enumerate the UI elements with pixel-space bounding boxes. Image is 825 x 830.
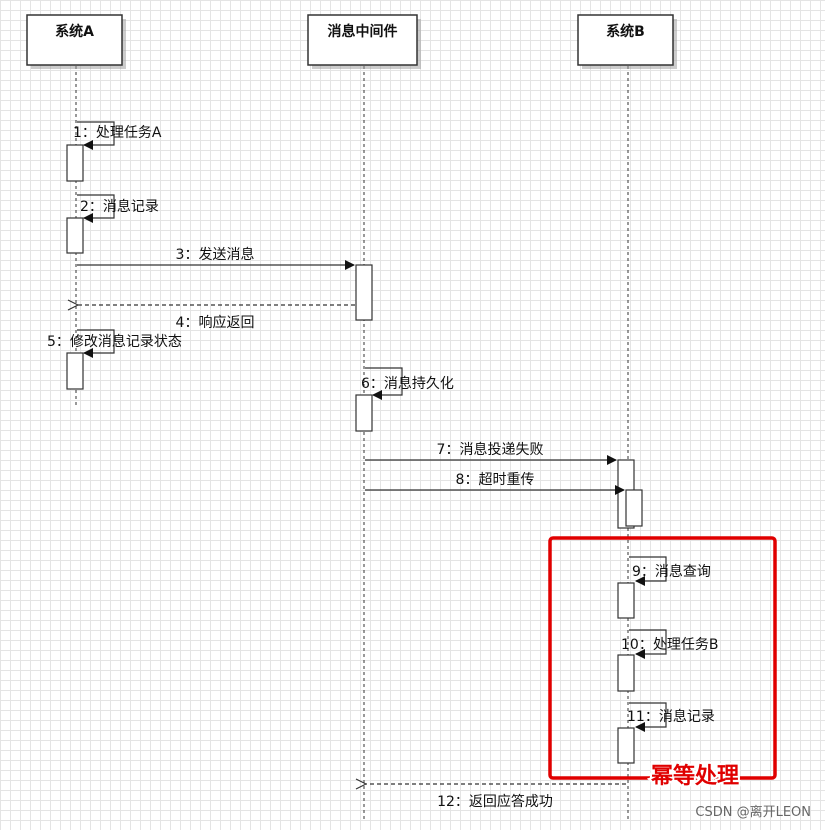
message-label-7: 7：消息投递失败 [437, 441, 544, 458]
actor-label-broker: 消息中间件 [328, 23, 398, 40]
activation-system-a-2 [66, 217, 84, 254]
message-label-1: 1：处理任务A [73, 125, 162, 141]
actor-broker: 消息中间件 [307, 14, 421, 69]
activation-broker-2 [355, 394, 373, 432]
message-label-9: 9：消息查询 [632, 563, 711, 580]
activation-system-b-2 [625, 489, 643, 527]
activation-system-a-3 [66, 352, 84, 390]
message-arrow-1 [77, 121, 115, 150]
message-label-3: 3：发送消息 [176, 246, 255, 263]
watermark: CSDN @离开LEON [695, 805, 811, 820]
message-label-4: 4：响应返回 [176, 314, 255, 331]
activation-system-b-4 [617, 654, 635, 692]
message-label-10: 10：处理任务B [621, 637, 718, 653]
idempotent-highlight-frame [548, 536, 777, 780]
message-label-8: 8：超时重传 [456, 472, 535, 488]
message-label-5: 5：修改消息记录状态 [47, 333, 182, 350]
idempotent-label: 幂等处理 [651, 763, 739, 789]
actor-label-system-b: 系统B [606, 23, 645, 40]
message-arrow-10 [629, 629, 667, 659]
message-label-6: 6：消息持久化 [361, 375, 454, 392]
message-label-2: 2：消息记录 [80, 198, 159, 215]
message-arrow-2 [77, 194, 115, 223]
actor-label-system-a: 系统A [55, 23, 94, 40]
activation-system-a-1 [66, 144, 84, 182]
message-arrow-6 [365, 367, 403, 400]
message-label-11: 11：消息记录 [627, 708, 715, 725]
message-label-12: 12：返回应答成功 [437, 793, 553, 810]
actor-system-b: 系统B [577, 14, 677, 69]
actor-system-a: 系统A [26, 14, 126, 69]
activation-system-b-5 [617, 727, 635, 764]
activation-broker-1 [355, 264, 373, 321]
message-arrow-11 [629, 702, 667, 732]
message-arrow-9 [629, 556, 667, 586]
activation-system-b-3 [617, 582, 635, 619]
message-arrow-5 [77, 329, 115, 358]
